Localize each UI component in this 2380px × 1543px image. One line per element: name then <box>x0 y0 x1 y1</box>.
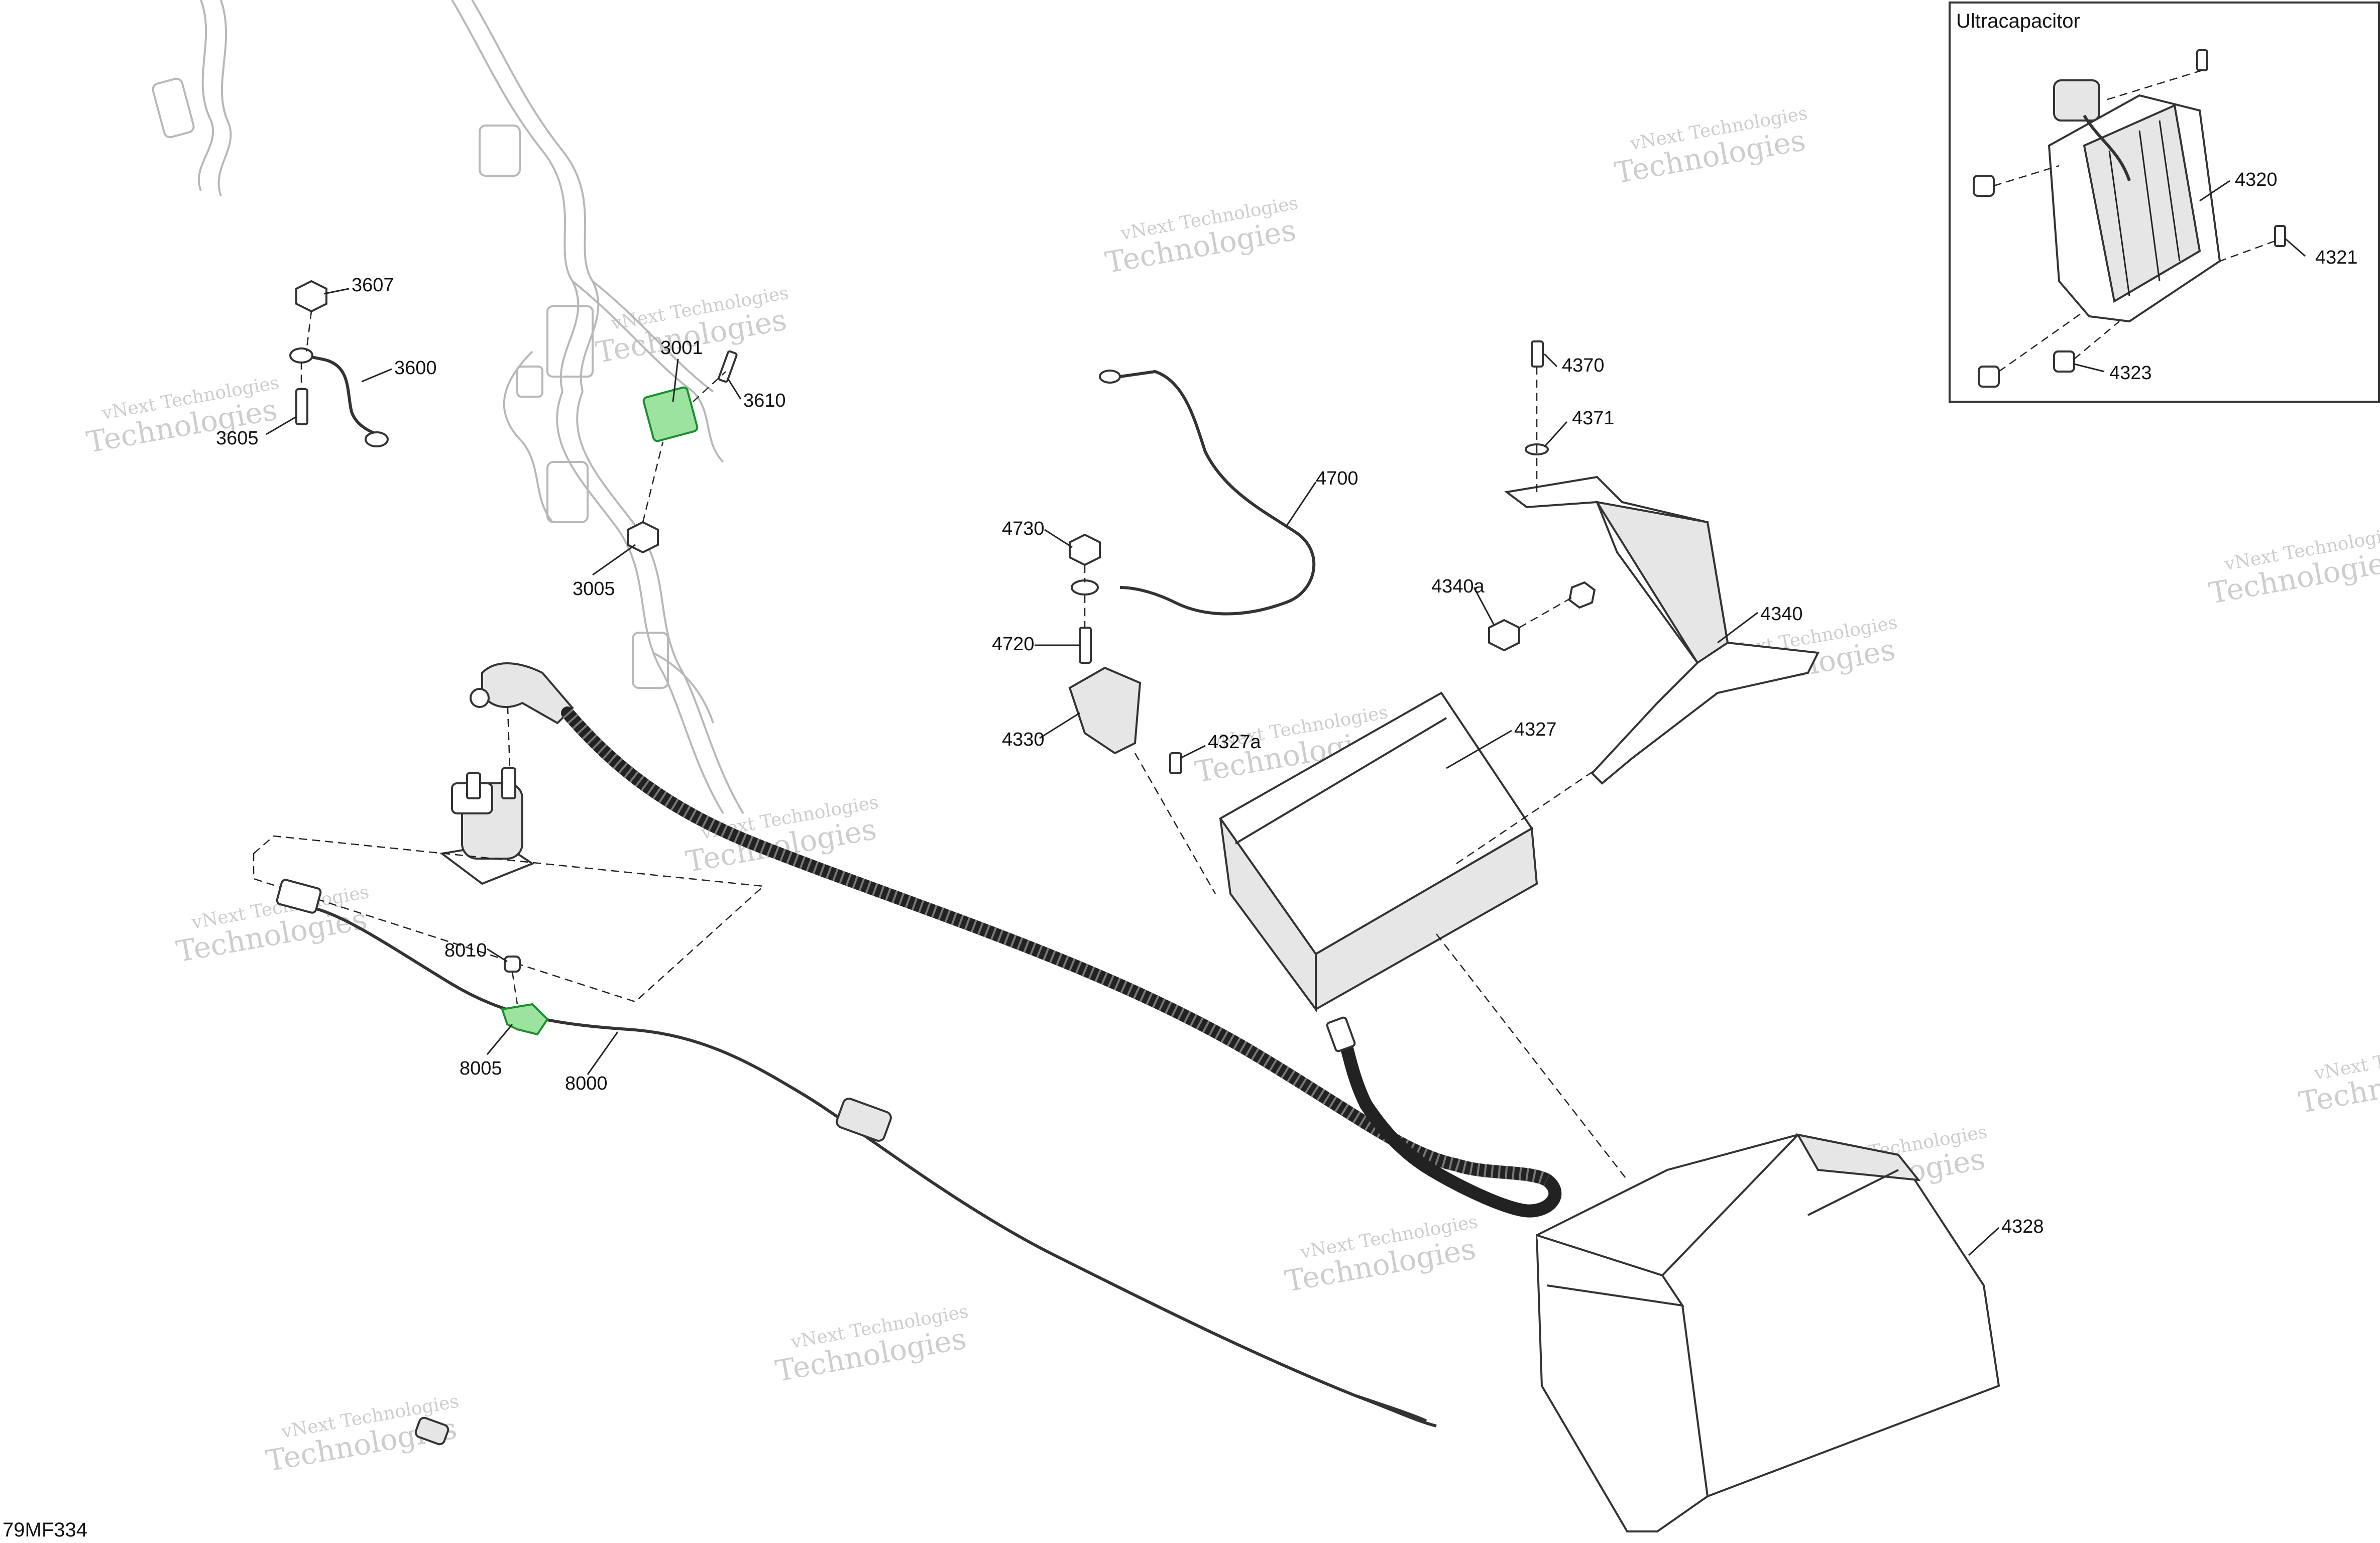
callout-labels: 3607 3600 3605 3001 3610 3005 4370 4371 … <box>216 169 2358 1237</box>
solenoid-relay <box>439 692 535 885</box>
callout-3001[interactable]: 3001 <box>660 337 703 359</box>
screw-3605 <box>295 388 308 425</box>
cable-4700 <box>1119 370 1316 616</box>
callout-4340a[interactable]: 4340a <box>1431 576 1485 597</box>
cable-3600-assembly <box>289 280 389 447</box>
callout-8010[interactable]: 8010 <box>444 940 487 961</box>
harness-8000-assembly <box>253 835 1437 1446</box>
ultracapacitor-4320 <box>2048 79 2221 323</box>
callout-4323[interactable]: 4323 <box>2109 363 2152 384</box>
bracket-3001 <box>642 386 699 442</box>
callout-8005[interactable]: 8005 <box>460 1058 502 1079</box>
battery-cable <box>470 662 1562 1218</box>
callout-4320[interactable]: 4320 <box>2235 169 2278 190</box>
callout-3600[interactable]: 3600 <box>394 358 437 379</box>
battery-box-4328 <box>1436 933 2000 1532</box>
callout-3607[interactable]: 3607 <box>352 275 394 296</box>
callout-4371[interactable]: 4371 <box>1572 408 1615 429</box>
callout-4730[interactable]: 4730 <box>1002 518 1045 539</box>
clip-8005 <box>501 1003 549 1036</box>
cable-3600 <box>296 352 383 438</box>
callout-4720[interactable]: 4720 <box>992 634 1035 655</box>
ultracapacitor-inset: Ultracapacitor <box>1949 2 2380 403</box>
callout-4327a[interactable]: 4327a <box>1208 732 1262 753</box>
inset-title: Ultracapacitor <box>1956 10 2080 32</box>
screw-4327a <box>1169 752 1182 774</box>
callout-3005[interactable]: 3005 <box>573 578 615 600</box>
figure-code: 79MF334 <box>3 1519 87 1541</box>
bracket-3001-assembly <box>627 350 738 554</box>
screw-4370 <box>1531 340 1544 368</box>
callout-4370[interactable]: 4370 <box>1562 355 1605 376</box>
screw-3610 <box>718 350 738 383</box>
callout-4327[interactable]: 4327 <box>1514 719 1557 740</box>
cable-4700-assembly <box>1069 370 1316 664</box>
callout-4700[interactable]: 4700 <box>1316 468 1358 489</box>
callout-3605[interactable]: 3605 <box>216 428 259 449</box>
callout-8000[interactable]: 8000 <box>565 1073 608 1094</box>
spacer-4321 <box>2274 225 2286 247</box>
terminal-cover-4330 <box>1068 666 1216 894</box>
leader-lines <box>266 288 2000 1256</box>
battery-4327 <box>1219 691 1658 1013</box>
pushpin-8010 <box>504 956 521 973</box>
screw-4720 <box>1079 627 1092 664</box>
callout-4328[interactable]: 4328 <box>2001 1216 2044 1237</box>
nut-4730 <box>1069 533 1101 566</box>
nut-4340a <box>1488 619 1520 652</box>
nut-3607 <box>295 280 327 313</box>
battery-support-4340 <box>1488 340 1820 785</box>
callout-4340[interactable]: 4340 <box>1760 604 1803 625</box>
callout-4321[interactable]: 4321 <box>2315 247 2358 268</box>
callout-4330[interactable]: 4330 <box>1002 729 1045 750</box>
main-harness-ghost <box>152 0 744 814</box>
harness-8000 <box>316 907 1437 1428</box>
spacer-4323 <box>2053 350 2075 373</box>
callout-3610[interactable]: 3610 <box>743 390 786 411</box>
